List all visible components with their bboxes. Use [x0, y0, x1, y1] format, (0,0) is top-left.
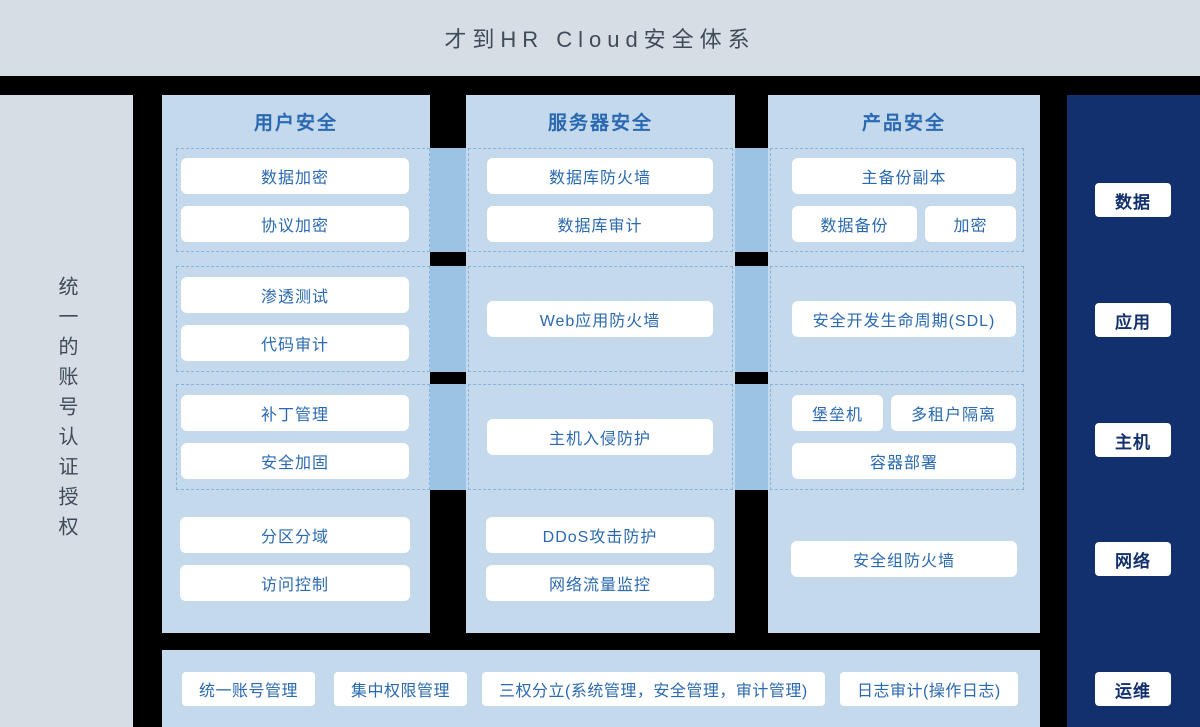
column-title: 产品安全 [861, 113, 946, 134]
measure-row: 安全开发生命周期(SDL) [792, 301, 1016, 337]
measure-row: Web应用防火墙 [487, 301, 713, 337]
measure-chip: 代码审计 [181, 325, 409, 361]
measure-chip: 主机入侵防护 [487, 419, 713, 455]
measure-footer-group: DDoS攻击防护网络流量监控 [466, 517, 735, 601]
measure-group: 堡垒机多租户隔离容器部署 [770, 384, 1024, 490]
measure-chip: 分区分域 [180, 517, 410, 553]
measure-row: 网络流量监控 [486, 565, 714, 601]
security-column-3: 产品安全主备份副本数据备份加密安全开发生命周期(SDL)堡垒机多租户隔离容器部署… [768, 95, 1040, 633]
layer-label-chip: 运维 [1095, 672, 1171, 706]
measure-chip: 协议加密 [181, 206, 409, 242]
layer-label-chip: 主机 [1095, 423, 1171, 457]
measure-row: 主备份副本 [792, 158, 1016, 194]
measure-row: 数据备份加密 [792, 206, 1016, 242]
connector-band-1-1 [430, 148, 466, 252]
page-title: 才到HR Cloud安全体系 [444, 27, 756, 52]
measure-group: 安全开发生命周期(SDL) [770, 266, 1024, 372]
measure-chip: 安全开发生命周期(SDL) [792, 301, 1016, 337]
connector-band-1-2 [430, 266, 466, 372]
account-management-bar: 统一账号管理集中权限管理三权分立(系统管理，安全管理，审计管理) 日志审计(操作日… [162, 650, 1040, 727]
measure-chip: 数据库防火墙 [487, 158, 713, 194]
measure-footer-group: 安全组防火墙 [768, 517, 1040, 601]
measure-chip: 数据库审计 [487, 206, 713, 242]
account-management-chip: 日志审计(操作日志) [840, 672, 1018, 706]
measure-row: 数据加密 [181, 158, 409, 194]
measure-chip: 加密 [925, 206, 1016, 242]
connector-band-1-3 [430, 384, 466, 490]
security-column-2: 服务器安全数据库防火墙数据库审计 Web应用防火墙主机入侵防护 DDoS攻击防护网络… [466, 95, 735, 633]
account-management-chip: 统一账号管理 [182, 672, 316, 706]
measure-chip: 主备份副本 [792, 158, 1016, 194]
layer-label-chip: 数据 [1095, 183, 1171, 217]
column-title: 服务器安全 [547, 113, 653, 134]
measure-chip: 堡垒机 [792, 395, 883, 431]
measure-row: 数据库防火墙 [487, 158, 713, 194]
measure-group: 主机入侵防护 [468, 384, 733, 490]
connector-band-2-1 [735, 148, 768, 252]
measure-row: DDoS攻击防护 [486, 517, 714, 553]
measure-row: 代码审计 [181, 325, 409, 361]
layer-label-chip: 网络 [1095, 542, 1171, 576]
measure-group: 主备份副本数据备份加密 [770, 148, 1024, 252]
measure-chip: 安全组防火墙 [791, 541, 1017, 577]
measure-chip: 网络流量监控 [486, 565, 714, 601]
measure-chip: 数据备份 [792, 206, 917, 242]
measure-row: 安全组防火墙 [791, 541, 1017, 577]
layer-sidebar: 数据应用主机网络运维 [1067, 95, 1200, 727]
measure-row: 协议加密 [181, 206, 409, 242]
measure-row: 主机入侵防护 [487, 419, 713, 455]
measure-chip: 数据加密 [181, 158, 409, 194]
measure-group: 补丁管理安全加固 [176, 384, 430, 490]
measure-chip: Web应用防火墙 [487, 301, 713, 337]
unified-auth-label: 统一的账号认证授权 [55, 276, 77, 546]
measure-row: 渗透测试 [181, 277, 409, 313]
measure-chip: 补丁管理 [181, 395, 409, 431]
unified-auth-sidebar: 统一的账号认证授权 [0, 95, 133, 727]
measure-group: 渗透测试代码审计 [176, 266, 430, 372]
layer-label-chip: 应用 [1095, 303, 1171, 337]
measure-footer-group: 分区分域访问控制 [162, 517, 430, 601]
measure-chip: 安全加固 [181, 443, 409, 479]
account-management-chip: 集中权限管理 [334, 672, 468, 706]
measure-row: 容器部署 [792, 443, 1016, 479]
account-management-chip: 三权分立(系统管理，安全管理，审计管理) [482, 672, 825, 706]
measure-chip: 容器部署 [792, 443, 1016, 479]
measure-row: 数据库审计 [487, 206, 713, 242]
security-column-1: 用户安全数据加密协议加密渗透测试代码审计补丁管理安全加固分区分域访问控制 [162, 95, 430, 633]
measure-row: 分区分域 [180, 517, 410, 553]
measure-row: 补丁管理 [181, 395, 409, 431]
measure-row: 访问控制 [180, 565, 410, 601]
measure-chip: DDoS攻击防护 [486, 517, 714, 553]
measure-group: 数据加密协议加密 [176, 148, 430, 252]
column-title: 用户安全 [253, 113, 338, 134]
measure-chip: 多租户隔离 [891, 395, 1016, 431]
connector-band-2-2 [735, 266, 768, 372]
measure-chip: 渗透测试 [181, 277, 409, 313]
measure-row: 安全加固 [181, 443, 409, 479]
measure-chip: 访问控制 [180, 565, 410, 601]
measure-group: Web应用防火墙 [468, 266, 733, 372]
connector-band-2-3 [735, 384, 768, 490]
page-header: 才到HR Cloud安全体系 [0, 0, 1200, 76]
measure-group: 数据库防火墙数据库审计 [468, 148, 733, 252]
measure-row: 堡垒机多租户隔离 [792, 395, 1016, 431]
